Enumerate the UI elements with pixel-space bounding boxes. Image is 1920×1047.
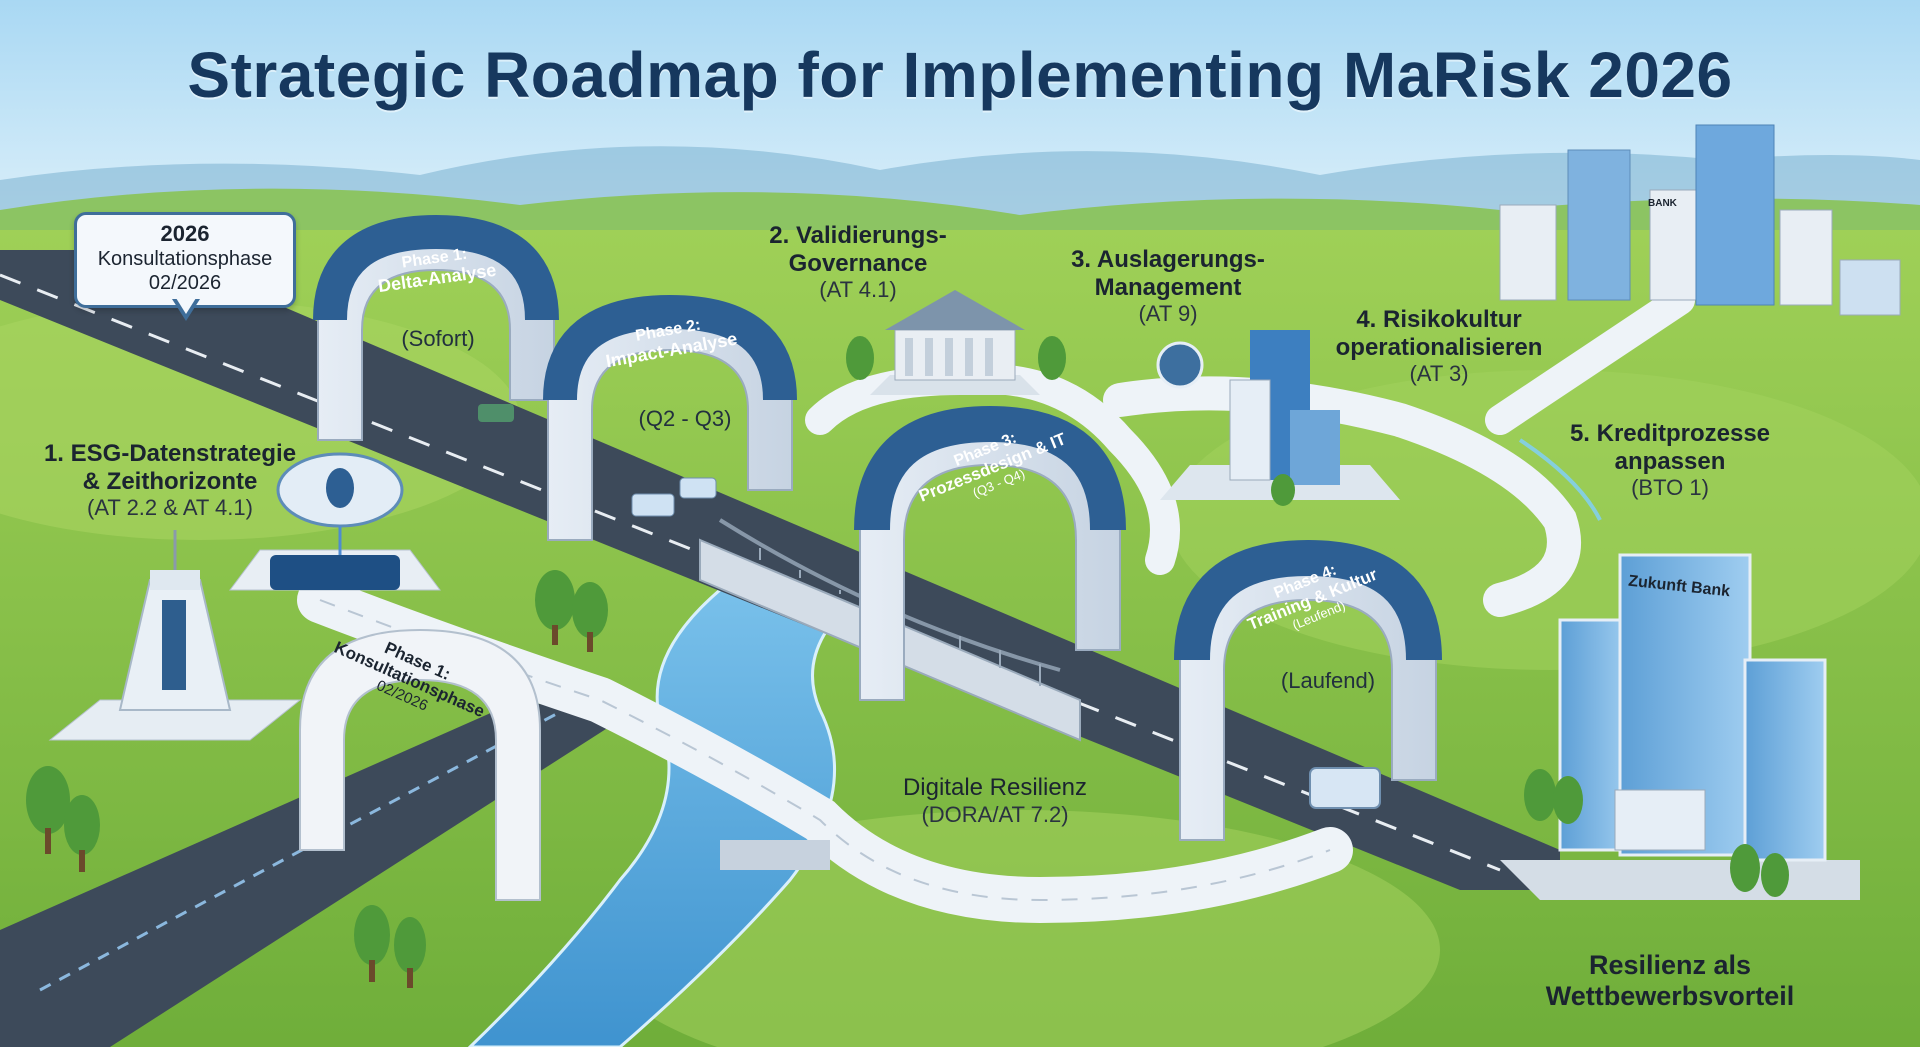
topic-2: 2. Validierungs- Governance (AT 4.1)	[738, 222, 978, 302]
highway	[0, 250, 1560, 890]
van	[679, 477, 717, 499]
topic-1-ref: (AT 2.2 & AT 4.1)	[87, 495, 253, 521]
data-stream	[1518, 438, 1602, 521]
topic-2-ref: (AT 4.1)	[819, 277, 897, 303]
city-path	[1485, 285, 1695, 435]
delivery-van	[1309, 767, 1381, 809]
cloud-data-icon	[229, 452, 441, 591]
topic-3-line1: 3. Auslagerungs-	[1071, 246, 1265, 273]
topic-1: 1. ESG-Datenstrategie & Zeithorizonte (A…	[20, 440, 320, 520]
city-bank-sign: BANK	[1648, 198, 1677, 209]
phase-1-timing: (Sofort)	[401, 326, 475, 351]
phase-2-timing: (Q2 - Q3)	[638, 406, 732, 431]
goal-label: Resilienz als Wettbewerbsvorteil	[1520, 950, 1820, 1012]
arch-phase-1	[313, 214, 559, 441]
arch-phase-4	[1174, 539, 1442, 841]
city-skyline	[1499, 124, 1901, 316]
zukunft-bank-building	[1500, 553, 1860, 900]
topic-4: 4. Risikokultur operationalisieren (AT 3…	[1314, 306, 1564, 386]
topic-4-line1: 4. Risikokultur	[1356, 306, 1522, 333]
topic-5-ref: (BTO 1)	[1631, 475, 1709, 501]
callout-line1: Konsultationsphase	[97, 248, 273, 270]
arch-phase-2	[543, 294, 797, 541]
trees	[26, 336, 1789, 988]
callout-bubble: 2026 Konsultationsphase 02/2026	[74, 212, 296, 308]
esg-tower	[48, 530, 302, 741]
callout-year: 2026	[160, 221, 210, 246]
topic-1-line2: & Zeithorizonte	[82, 467, 258, 495]
goal-line2: Wettbewerbsvorteil	[1545, 981, 1795, 1012]
digital-resilience: Digitale Resilienz (DORA/AT 7.2)	[870, 774, 1120, 827]
topic-5-line1: 5. Kreditprozesse	[1569, 420, 1771, 447]
van	[631, 493, 675, 517]
topic-3-line2: Management	[1094, 273, 1242, 301]
phase-4-sub: (Laufend)	[1280, 668, 1376, 693]
governance-building-icon	[870, 290, 1040, 395]
topic-5: 5. Kreditprozesse anpassen (BTO 1)	[1560, 420, 1780, 500]
topic-4-ref: (AT 3)	[1409, 361, 1469, 387]
callout-tail-inner	[176, 298, 196, 314]
topic-4-line2: operationalisieren	[1335, 333, 1543, 361]
topic-3-ref: (AT 9)	[1138, 301, 1198, 327]
small-bridge	[720, 840, 830, 870]
topic-2-line1: 2. Validierungs-	[769, 222, 947, 249]
digital-resilience-title: Digitale Resilienz	[902, 774, 1088, 801]
car	[478, 404, 514, 422]
arch-konsultation	[299, 628, 541, 901]
topic-5-line2: anpassen	[1614, 447, 1726, 475]
bridge-suspenders	[759, 548, 1041, 686]
highway-branch	[0, 700, 620, 1047]
topic-2-line2: Governance	[788, 249, 928, 277]
arch-phase-3	[854, 405, 1126, 701]
page-title: Strategic Roadmap for Implementing MaRis…	[187, 39, 1733, 111]
goal-line1: Resilienz als	[1588, 950, 1752, 980]
callout-line2: 02/2026	[148, 272, 222, 294]
topic-3: 3. Auslagerungs- Management (AT 9)	[1048, 246, 1288, 326]
outsourcing-buildings	[1156, 330, 1400, 500]
digital-resilience-ref: (DORA/AT 7.2)	[921, 801, 1069, 827]
topic-1-line1: 1. ESG-Datenstrategie	[43, 440, 297, 467]
